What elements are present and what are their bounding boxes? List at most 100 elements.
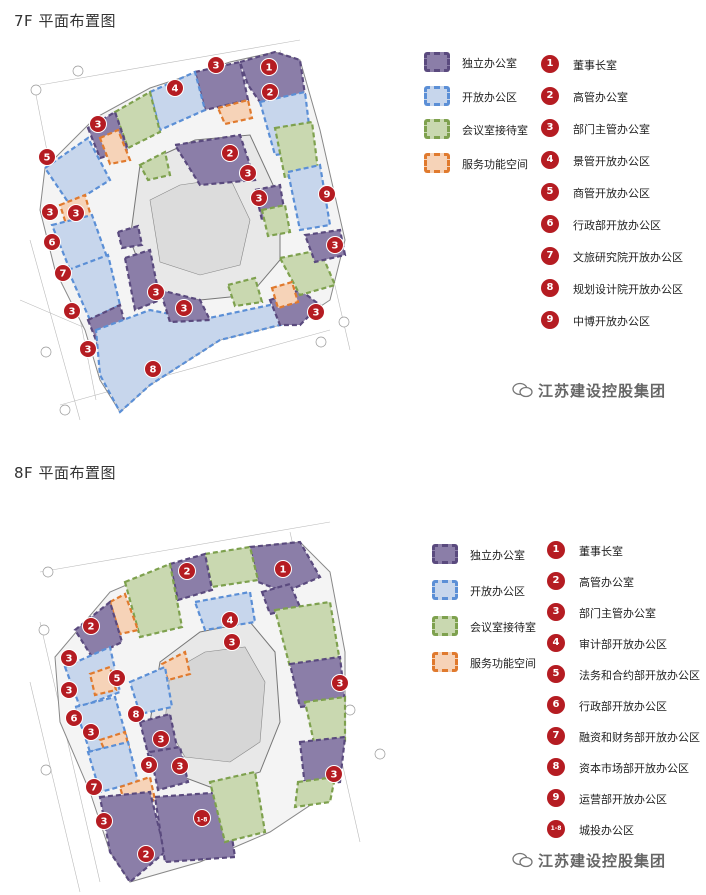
legend-label: 商管开放办公区 xyxy=(573,187,650,200)
svg-text:2: 2 xyxy=(143,850,150,861)
area-marker: 3 xyxy=(326,236,344,254)
legend-label: 规划设计院开放办公区 xyxy=(573,283,683,296)
swatch-open-office xyxy=(432,580,458,600)
swatch-meeting-room xyxy=(432,616,458,636)
area-marker: 4 xyxy=(166,79,184,97)
area-marker: 9 xyxy=(140,756,158,774)
private-office-room xyxy=(260,582,302,616)
area-marker: 3 xyxy=(250,189,268,207)
legend-badge: 7 xyxy=(541,247,559,265)
area-marker: 2 xyxy=(82,617,100,635)
area-marker: 7 xyxy=(85,778,103,796)
legend-type-label: 服务功能空间 xyxy=(470,657,536,670)
legend-badge: 6 xyxy=(547,696,565,714)
legend-badge: 1 xyxy=(541,55,559,73)
legend-label: 城投办公区 xyxy=(579,824,634,837)
svg-text:8: 8 xyxy=(133,710,140,721)
private-office-room xyxy=(288,655,347,709)
area-marker: 3 xyxy=(60,681,78,699)
meeting-room xyxy=(226,276,264,308)
legend-badge: 7 xyxy=(547,727,565,745)
legend-badge: 8 xyxy=(547,758,565,776)
private-office-room xyxy=(116,224,144,250)
svg-text:2: 2 xyxy=(267,88,274,99)
svg-text:3: 3 xyxy=(229,638,236,649)
svg-text:5: 5 xyxy=(114,674,121,685)
legend-badge: 5 xyxy=(547,665,565,683)
swatch-service-space xyxy=(424,152,450,173)
area-marker: 3 xyxy=(223,633,241,651)
area-marker: 3 xyxy=(307,303,325,321)
area-marker: 6 xyxy=(65,709,83,727)
floor-8-watermark: 江苏建设控股集团 xyxy=(512,850,666,871)
legend-label: 行政部开放办公区 xyxy=(579,700,667,713)
legend-badge: 4 xyxy=(547,634,565,652)
legend-type-label: 开放办公区 xyxy=(462,90,517,104)
svg-text:1: 1 xyxy=(266,63,273,74)
area-marker: 3 xyxy=(239,164,257,182)
svg-text:3: 3 xyxy=(331,770,338,781)
svg-text:3: 3 xyxy=(213,61,220,72)
svg-text:2: 2 xyxy=(88,622,95,633)
svg-text:3: 3 xyxy=(73,209,80,220)
swatch-private-office xyxy=(432,544,458,564)
svg-text:7: 7 xyxy=(60,269,67,280)
area-marker: 2 xyxy=(261,83,279,101)
legend-label: 审计部开放办公区 xyxy=(579,638,667,651)
area-marker: 3 xyxy=(147,283,165,301)
area-marker: 3 xyxy=(207,56,225,74)
legend-badge: 9 xyxy=(541,311,559,329)
area-marker: 6 xyxy=(43,233,61,251)
floor-7-title: 7F 平面布置图 xyxy=(14,12,116,30)
meeting-room xyxy=(273,120,320,180)
area-marker: 2 xyxy=(221,144,239,162)
svg-text:3: 3 xyxy=(337,679,344,690)
open-office-area xyxy=(128,665,174,716)
legend-label: 高管办公室 xyxy=(573,91,628,104)
svg-text:3: 3 xyxy=(88,728,95,739)
svg-text:3: 3 xyxy=(158,735,165,746)
svg-text:4: 4 xyxy=(227,616,234,627)
area-marker: 3 xyxy=(331,674,349,692)
area-marker: 8 xyxy=(144,360,162,378)
legend-label: 资本市场部开放办公区 xyxy=(579,762,689,775)
legend-badge: 3 xyxy=(547,603,565,621)
area-marker: 3 xyxy=(60,649,78,667)
area-marker: 2 xyxy=(178,562,196,580)
legend-badge: 3 xyxy=(541,119,559,137)
legend-label: 董事长室 xyxy=(573,59,617,72)
legend-label: 景管开放办公区 xyxy=(573,155,650,168)
legend-type-label: 会议室接待室 xyxy=(470,621,536,634)
meeting-room xyxy=(303,695,347,749)
svg-text:9: 9 xyxy=(324,190,331,201)
area-marker: 1 xyxy=(274,560,292,578)
legend-label: 行政部开放办公区 xyxy=(573,219,661,232)
meeting-room xyxy=(123,562,184,639)
meeting-room xyxy=(203,545,260,589)
area-marker: 3 xyxy=(82,723,100,741)
legend-badge: 1-8 xyxy=(547,820,565,838)
legend-badge: 2 xyxy=(541,87,559,105)
svg-text:4: 4 xyxy=(172,84,179,95)
legend-label: 运营部开放办公区 xyxy=(579,793,667,806)
svg-text:3: 3 xyxy=(313,308,320,319)
svg-text:3: 3 xyxy=(47,208,54,219)
svg-text:3: 3 xyxy=(181,304,188,315)
private-office-room xyxy=(153,790,237,864)
svg-text:6: 6 xyxy=(71,714,78,725)
area-marker: 1 xyxy=(260,58,278,76)
floor-8-title: 8F 平面布置图 xyxy=(14,464,116,482)
area-marker: 4 xyxy=(221,611,239,629)
svg-text:3: 3 xyxy=(245,169,252,180)
floor-8-rooms xyxy=(63,540,347,884)
svg-text:3: 3 xyxy=(101,817,108,828)
meeting-room xyxy=(138,150,172,182)
open-office-area xyxy=(148,70,207,132)
legend-type-label: 服务功能空间 xyxy=(462,157,528,171)
svg-text:3: 3 xyxy=(66,654,73,665)
legend-type-label: 开放办公区 xyxy=(470,585,525,598)
open-office-area xyxy=(193,590,257,632)
